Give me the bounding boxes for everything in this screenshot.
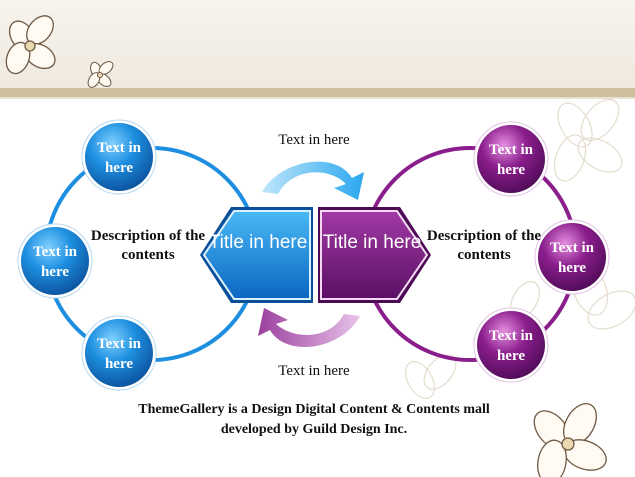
left-title: Title in here <box>208 232 308 253</box>
left-circle-1-label: Text in here <box>96 140 142 176</box>
flower-decoration-bottom-right <box>533 403 607 477</box>
top-cycle-arrow <box>262 161 364 200</box>
left-ball-2 <box>21 227 89 295</box>
footer-line-1: ThemeGallery is a Design Digital Content… <box>138 402 490 417</box>
right-ball-3 <box>477 311 545 379</box>
right-ball-1 <box>477 125 545 193</box>
header-divider-thin <box>0 97 635 99</box>
bottom-cycle-arrow <box>258 308 360 347</box>
top-arrow-label: Text in here <box>278 132 350 148</box>
right-description: Description of the contents <box>426 228 542 263</box>
left-circle-2-label: Text in here <box>32 244 78 280</box>
right-circle-2-label: Text in here <box>549 240 595 276</box>
right-title: Title in here <box>322 232 422 253</box>
right-ball-2 <box>538 223 606 291</box>
right-circle-3-label: Text in here <box>488 328 534 364</box>
left-title-shape <box>202 210 311 300</box>
right-title-shape <box>320 210 429 300</box>
left-ball-1 <box>85 123 153 191</box>
left-description: Description of the contents <box>90 228 206 263</box>
header-divider <box>0 88 635 97</box>
footer-line-2: developed by Guild Design Inc. <box>220 422 408 437</box>
flower-decoration-small <box>87 61 114 88</box>
left-circle-3-label: Text in here <box>96 336 142 372</box>
flower-decoration-top-left <box>5 15 56 75</box>
left-ball-3 <box>85 319 153 387</box>
right-circle-1-label: Text in here <box>488 142 534 178</box>
bottom-arrow-label: Text in here <box>278 363 350 379</box>
